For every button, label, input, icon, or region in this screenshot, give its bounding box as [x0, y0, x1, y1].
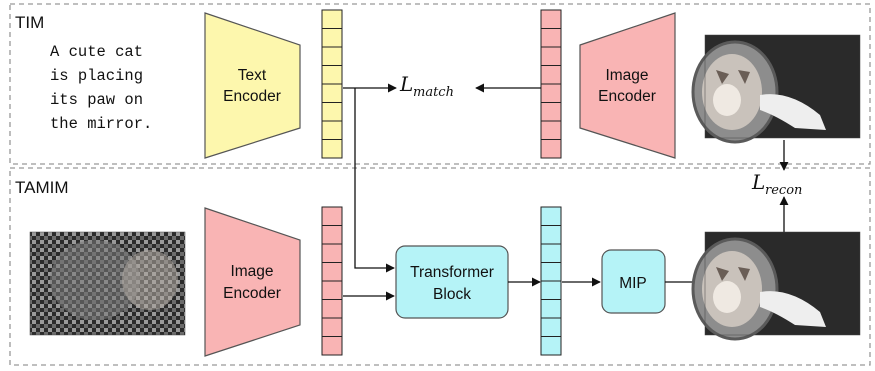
image-encoder-bottom-label-2: Encoder: [223, 285, 281, 302]
transformer-block: [395, 245, 509, 319]
svg-text:recon: recon: [765, 183, 802, 198]
embedding-cell: [321, 317, 343, 337]
cat-photo-top: [691, 34, 861, 144]
embedding-cell: [321, 243, 343, 263]
masked-image: [29, 231, 186, 336]
image-encoder-bottom-label-1: Image: [230, 263, 273, 280]
recon-loss: L recon: [751, 170, 802, 198]
svg-text:the mirror.: the mirror.: [50, 115, 152, 133]
image-encoder-top-label-1: Image: [605, 67, 648, 84]
caption-text: A cute cat is placing its paw on the mir…: [50, 43, 152, 133]
image-encoder-bottom: [204, 207, 301, 357]
cat-photo-bottom: [691, 231, 861, 341]
transformer-block-label-1: Transformer: [410, 264, 494, 281]
embedding-cell: [321, 336, 343, 356]
text-encoder-label-1: Text: [238, 67, 267, 84]
image-encoder-top-label-2: Encoder: [598, 88, 656, 105]
embedding-cell: [540, 262, 562, 282]
embedding-cell: [540, 280, 562, 300]
embedding-cell: [321, 46, 343, 66]
embedding-cell: [540, 225, 562, 245]
embedding-cell: [321, 225, 343, 245]
embedding-cell: [540, 139, 562, 159]
embedding-cell: [540, 206, 562, 226]
embedding-cell: [321, 206, 343, 226]
embedding-cell: [321, 280, 343, 300]
embedding-cell: [540, 83, 562, 103]
image-embedding-column-top: [540, 9, 562, 159]
svg-text:L: L: [751, 170, 765, 194]
text-encoder-label-2: Encoder: [223, 88, 281, 105]
transformer-output-column: [540, 206, 562, 356]
embedding-cell: [321, 9, 343, 29]
embedding-cell: [321, 262, 343, 282]
tamim-section-title: TAMIM: [15, 178, 69, 197]
transformer-block-label-2: Block: [433, 286, 471, 303]
embedding-cell: [540, 65, 562, 85]
match-loss: L match: [399, 72, 454, 100]
svg-text:match: match: [413, 85, 454, 100]
embedding-cell: [540, 299, 562, 319]
tim-section-title: TIM: [15, 13, 44, 32]
embedding-cell: [321, 83, 343, 103]
embedding-cell: [540, 102, 562, 122]
svg-text:its paw on: its paw on: [50, 91, 143, 109]
embedding-cell: [321, 102, 343, 122]
embedding-cell: [321, 120, 343, 140]
tamim-section-border: [9, 167, 871, 366]
mip-label: MIP: [619, 275, 647, 292]
embedding-cell: [321, 65, 343, 85]
embedding-cell: [321, 28, 343, 48]
embedding-cell: [540, 9, 562, 29]
embedding-cell: [321, 139, 343, 159]
tim-section-border: [9, 3, 871, 165]
arrow-text-to-transformer: [354, 88, 395, 273]
embedding-cell: [540, 317, 562, 337]
embedding-cell: [540, 28, 562, 48]
embedding-cell: [540, 120, 562, 140]
svg-text:L: L: [399, 72, 413, 96]
embedding-cell: [540, 46, 562, 66]
text-encoder: [204, 12, 301, 159]
image-encoder-top: [579, 12, 676, 159]
text-embedding-column: [321, 9, 343, 159]
embedding-cell: [321, 299, 343, 319]
embedding-cell: [540, 243, 562, 263]
svg-text:A cute cat: A cute cat: [50, 43, 143, 61]
svg-text:is placing: is placing: [50, 67, 143, 85]
image-embedding-column-bottom: [321, 206, 343, 356]
embedding-cell: [540, 336, 562, 356]
